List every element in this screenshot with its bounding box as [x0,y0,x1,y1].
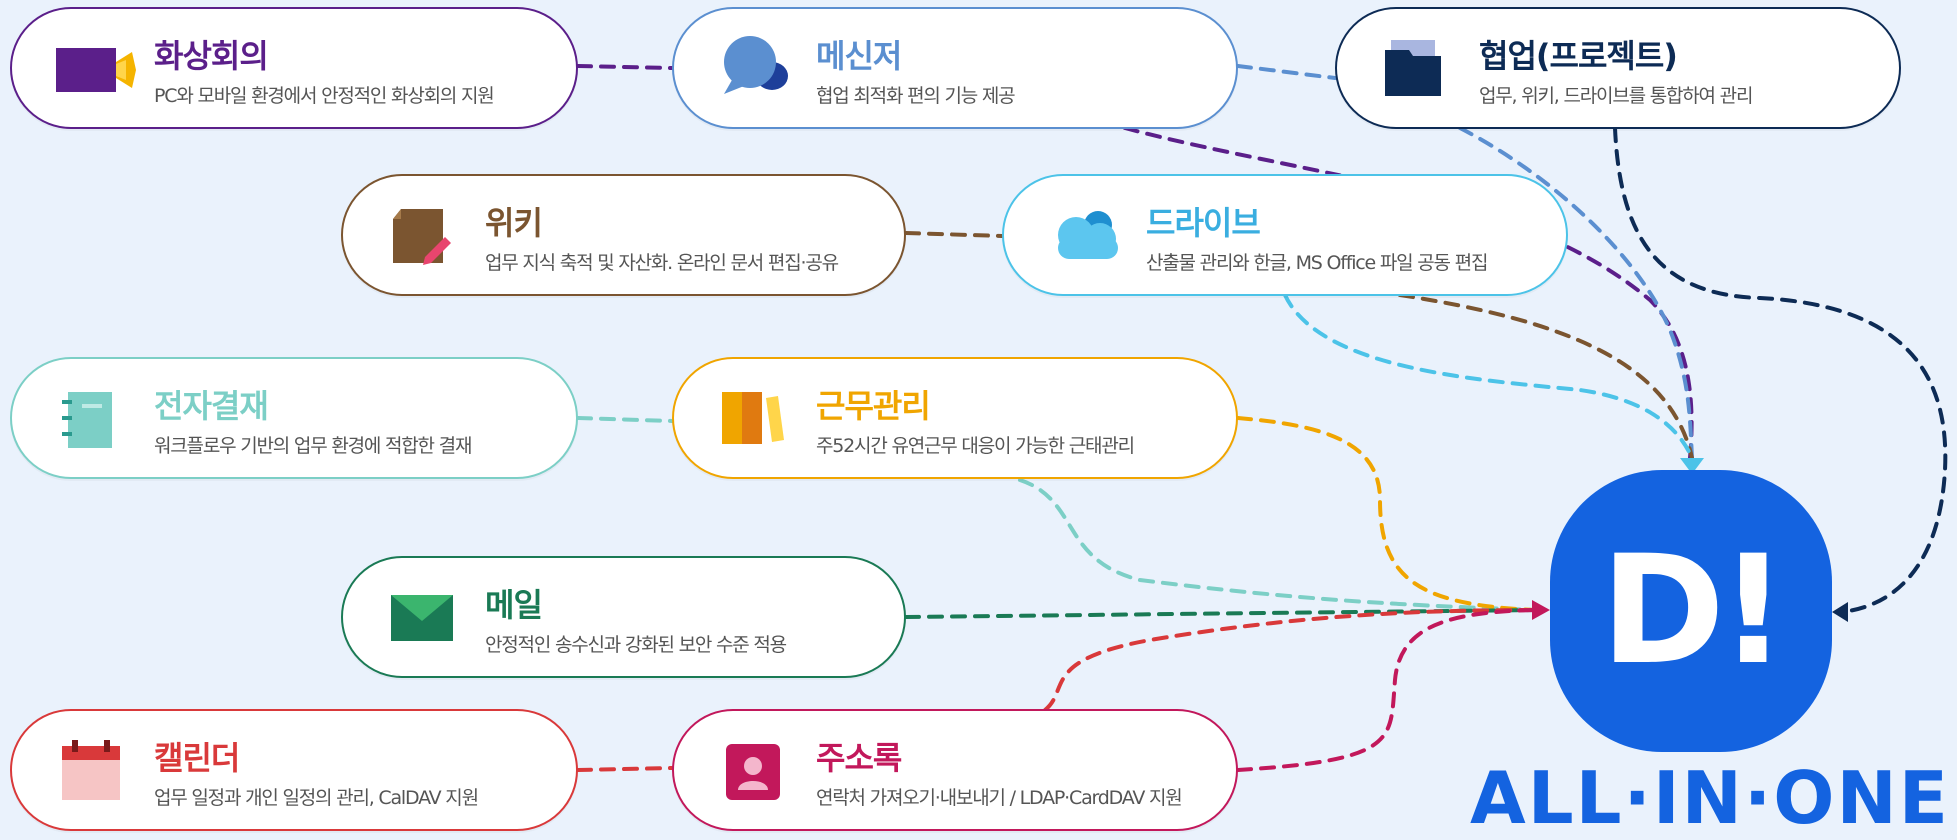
hub-tagline: ALL·IN·ONE [1470,756,1950,840]
card-title: 협업(프로젝트) [1479,37,1678,75]
card-title: 드라이브 [1146,204,1261,242]
hub-logo-text: D! [1600,524,1788,698]
chat-bubbles-icon [718,34,788,102]
link-wiki-drive [904,231,1004,238]
card-drive[interactable]: 드라이브 산출물 관리와 한글, MS Office 파일 공동 편집 [1002,174,1568,296]
contact-card-icon [718,736,786,804]
cloud-icon [1048,201,1118,269]
arrowhead-right [1832,602,1848,622]
card-approval[interactable]: 전자결재 워크플로우 기반의 업무 환경에 적합한 결재 [10,357,578,479]
card-description: 연락처 가져오기·내보내기 / LDAP·CardDAV 지원 [816,787,1183,809]
link-contacts-hub [1236,608,1537,772]
link-calendar-contacts [576,766,674,772]
envelope-icon [387,583,455,651]
card-video-conference[interactable]: 화상회의 PC와 모바일 환경에서 안정적인 화상회의 지원 [10,7,578,129]
card-title: 캘린더 [154,739,240,777]
card-description: PC와 모바일 환경에서 안정적인 화상회의 지원 [154,85,495,107]
card-mail[interactable]: 메일 안정적인 송수신과 강화된 보안 수준 적용 [341,556,906,678]
card-description: 산출물 관리와 한글, MS Office 파일 공동 편집 [1146,252,1488,274]
card-title: 전자결재 [154,387,269,425]
link-calendar-hub [1043,608,1537,712]
card-title: 근무관리 [816,387,931,425]
link-attendance-hub [1236,416,1537,612]
card-title: 메신저 [816,37,902,75]
link-messenger-hub [1123,126,1694,460]
card-description: 워크플로우 기반의 업무 환경에 적합한 결재 [154,435,472,457]
link-approval-hub [1018,478,1537,612]
link-collab-hub-right [1613,126,1948,614]
card-description: 안정적인 송수신과 강화된 보안 수준 적용 [485,634,787,656]
card-contacts[interactable]: 주소록 연락처 가져오기·내보내기 / LDAP·CardDAV 지원 [672,709,1238,831]
card-wiki[interactable]: 위키 업무 지식 축적 및 자산화. 온라인 문서 편집·공유 [341,174,906,296]
card-messenger[interactable]: 메신저 협업 최적화 편의 기능 제공 [672,7,1238,129]
card-collaboration[interactable]: 협업(프로젝트) 업무, 위키, 드라이브를 통합하여 관리 [1335,7,1901,129]
card-title: 메일 [485,586,543,624]
card-title: 위키 [485,204,543,242]
link-collab-hub [1458,126,1694,460]
link-drive-hub [1283,293,1694,460]
notebook-icon [56,384,124,452]
card-calendar[interactable]: 캘린더 업무 일정과 개인 일정의 관리, CalDAV 지원 [10,709,578,831]
calendar-icon [56,736,124,804]
arrowhead-top [1680,458,1704,474]
link-video-messenger [576,64,674,70]
video-camera-icon [56,34,136,102]
hub-logo-badge: D! [1550,470,1832,752]
card-title: 화상회의 [154,37,269,75]
folder-icon [1381,34,1449,102]
arrowhead-left [1532,600,1550,620]
note-pencil-icon [387,201,455,269]
card-description: 협업 최적화 편의 기능 제공 [816,85,1016,107]
card-description: 업무 지식 축적 및 자산화. 온라인 문서 편집·공유 [485,252,839,274]
link-mail-hub [904,608,1537,619]
card-description: 업무, 위키, 드라이브를 통합하여 관리 [1479,85,1753,107]
link-wiki-drive-hub [1398,293,1694,460]
books-icon [718,384,786,452]
card-attendance[interactable]: 근무관리 주52시간 유연근무 대응이 가능한 근태관리 [672,357,1238,479]
card-description: 업무 일정과 개인 일정의 관리, CalDAV 지원 [154,787,479,809]
link-approval-attendance [576,416,674,423]
card-description: 주52시간 유연근무 대응이 가능한 근태관리 [816,435,1135,457]
link-messenger-collab [1236,64,1337,80]
card-title: 주소록 [816,739,902,777]
